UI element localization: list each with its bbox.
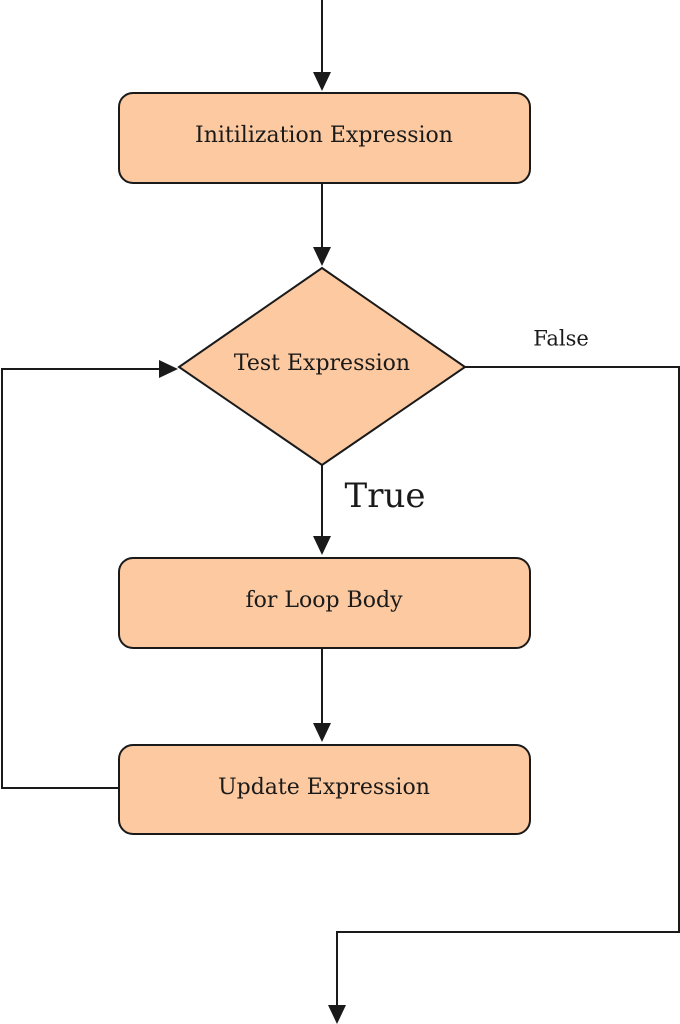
test-to-body-arrowhead [313, 536, 331, 555]
test-expression-label: Test Expression [234, 351, 410, 376]
update-loop-back-edge [1, 368, 163, 789]
loop-body-label: for Loop Body [246, 588, 404, 613]
initialization-label: Initilization Expression [195, 123, 453, 148]
body-to-update-arrowhead [313, 723, 331, 742]
init-to-test-arrowhead [313, 247, 331, 266]
loop-body-box [118, 557, 531, 649]
update-expression-label: Update Expression [218, 775, 430, 800]
false-exit-edge [336, 366, 680, 1008]
test-expression-diamond [177, 266, 467, 467]
update-expression-node: Update Expression [118, 744, 531, 835]
initialization-node: Initilization Expression [118, 92, 531, 184]
true-label: True [345, 476, 426, 516]
test-expression-node: Test Expression [177, 266, 467, 467]
loop-back-arrowhead [159, 360, 178, 378]
update-expression-box [118, 744, 531, 835]
loop-body-node: for Loop Body [118, 557, 531, 649]
false-label: False [533, 327, 589, 351]
entry-arrowhead [313, 72, 331, 91]
initialization-box [118, 92, 531, 184]
exit-arrowhead [328, 1005, 346, 1024]
